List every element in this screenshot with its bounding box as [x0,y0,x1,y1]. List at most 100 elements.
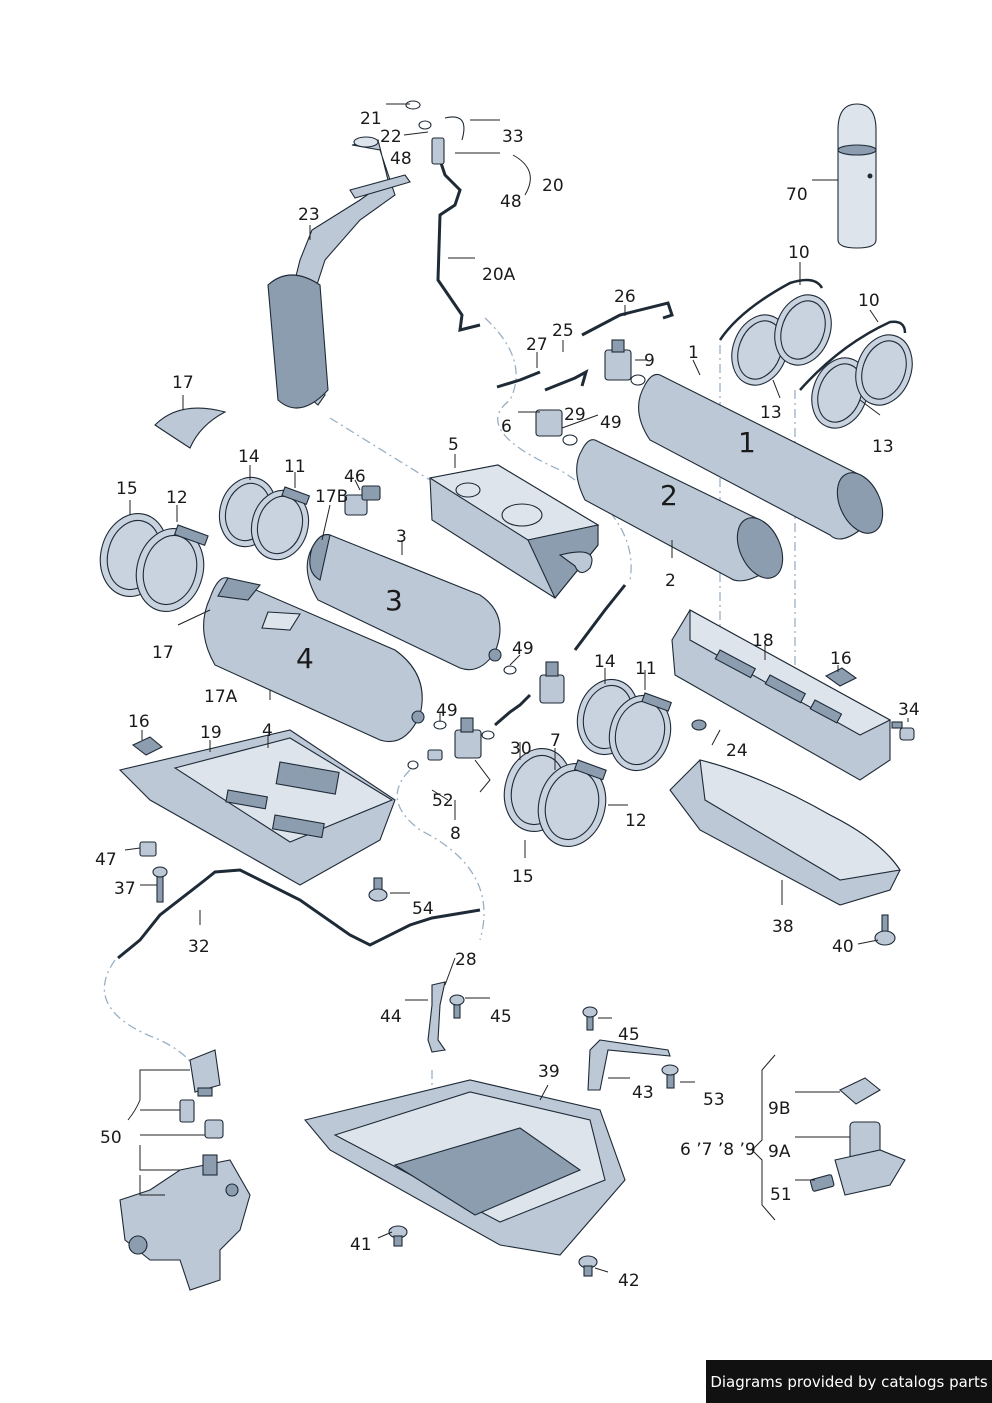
valve-7-upper [539,661,565,704]
label-53: 53 [703,1090,725,1110]
label-45-right: 45 [618,1025,640,1045]
label-16-right: 16 [830,649,852,669]
fitting-52 [407,749,443,770]
pad-16-left [131,736,163,756]
label-20: 20 [542,176,564,196]
valve-9 [604,339,646,386]
pipe-27 [496,368,589,392]
label-6789: 6 ’7 ’8 ’9 [680,1140,756,1160]
assembly-line-lower [396,769,485,941]
label-16-left: 16 [128,712,150,732]
label-26: 26 [614,287,636,307]
assembly-line-filler [329,417,431,481]
pipe-to-valve [494,584,627,727]
label-9b: 9B [768,1099,790,1119]
connector-46 [344,485,381,516]
label-12-right: 12 [625,811,647,831]
label-47: 47 [95,850,117,870]
label-10-right: 10 [858,291,880,311]
assembly-line-pipe [484,317,632,581]
label-17-mid: 17 [152,643,174,663]
label-8: 8 [450,824,461,844]
bracket-18 [671,609,892,781]
label-24: 24 [726,741,748,761]
label-30: 30 [510,739,532,759]
bolt-42 [578,1255,598,1277]
bolt-53 [661,1064,679,1089]
label-40: 40 [832,937,854,957]
control-unit-5 [428,464,600,600]
label-27: 27 [526,335,548,355]
label-6: 6 [501,417,512,437]
label-34: 34 [898,700,920,720]
label-10-left: 10 [788,243,810,263]
label-21: 21 [360,109,382,129]
gas-tank-1 [638,373,884,540]
label-18: 18 [752,631,774,651]
label-45-left: 45 [490,1007,512,1027]
clamp-set-left [99,476,311,613]
label-22: 22 [380,127,402,147]
label-11-left: 11 [284,457,306,477]
label-2: 2 [665,571,676,591]
pipe-26 [581,301,674,337]
label-12-left: 12 [166,488,188,508]
label-48: 48 [390,149,412,169]
bolt-34 [891,721,915,741]
underbody-19 [118,729,396,886]
label-39: 39 [538,1062,560,1082]
tank-number-2: 2 [660,479,678,512]
filler-neck-23 [267,136,411,409]
leader-lines [124,103,909,1273]
label-13-left: 13 [760,403,782,423]
gas-tank-3 [306,533,502,671]
bracket-brace [751,1054,776,1221]
label-48-lower: 48 [500,192,522,212]
assembly-line-valve [103,959,197,1081]
label-41: 41 [350,1235,372,1255]
valve-29 [535,409,578,446]
credit-banner: Diagrams provided by catalogs parts [706,1360,992,1403]
label-9a: 9A [768,1142,791,1162]
label-15-left: 15 [116,479,138,499]
bolt-37 [152,866,168,903]
label-37: 37 [114,879,136,899]
tray-38 [669,759,901,906]
tank-number-4: 4 [296,642,314,675]
label-1: 1 [688,343,699,363]
gas-tank-2 [576,439,784,582]
label-9: 9 [644,351,655,371]
label-7: 7 [550,731,561,751]
strap-10-right [799,320,913,429]
gas-cylinder-70 [837,103,877,249]
fitting-22-21 [405,100,465,165]
pipe-32 [117,868,481,960]
label-14-right: 14 [594,652,616,672]
label-17: 17 [172,373,194,393]
skid-plate-39 [304,1079,626,1256]
clip-47 [139,841,157,857]
label-70: 70 [786,185,808,205]
label-43: 43 [632,1083,654,1103]
label-38: 38 [772,917,794,937]
label-51: 51 [770,1185,792,1205]
bracket-43 [587,1039,671,1091]
gas-tank-4 [203,577,425,742]
label-4: 4 [262,721,273,741]
label-17b: 17B [315,487,348,507]
pipe-20a [436,159,481,332]
label-5: 5 [448,435,459,455]
label-54: 54 [412,899,434,919]
heat-shield-17 [154,407,227,449]
bolt-40 [874,914,896,946]
bolt-54 [368,877,388,902]
bolt-45-right [582,1006,598,1031]
label-50: 50 [100,1128,122,1148]
label-14-left: 14 [238,447,260,467]
valve-assembly-50 [119,1049,251,1291]
bracket-28 [427,981,446,1053]
label-15-right: 15 [512,867,534,887]
label-46: 46 [344,467,366,487]
label-32: 32 [188,937,210,957]
